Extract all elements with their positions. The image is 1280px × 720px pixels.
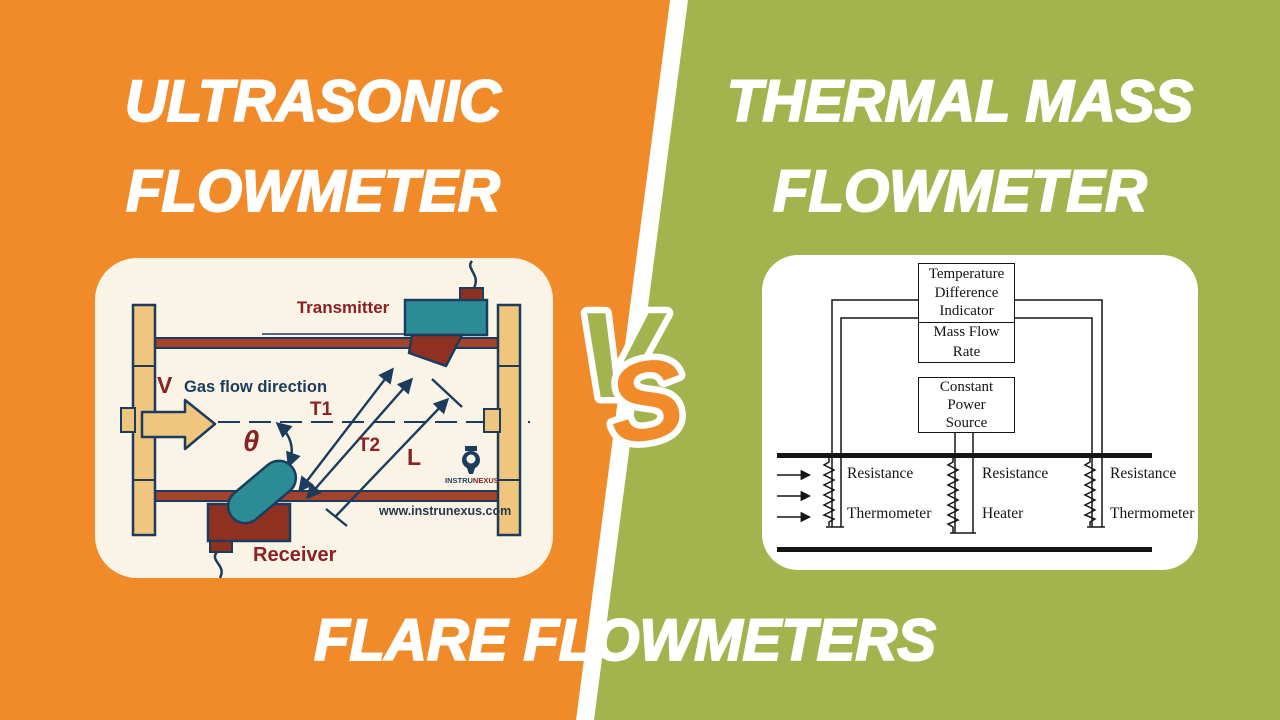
versus-graphic: V S	[571, 281, 699, 475]
length-dimension-line	[334, 397, 450, 518]
gas-flow-direction-label: Gas flow direction	[184, 378, 328, 396]
thermal-diagram-linework	[777, 299, 1152, 552]
indicator-line: Indicator	[939, 303, 994, 320]
instrunexus-brand-label: INSTRUNEXUS	[445, 476, 499, 485]
beam-reflection-tick	[431, 378, 463, 408]
circuit-wiring	[826, 299, 1105, 534]
indicator-box-bottom-section: Mass Flow Rate	[919, 323, 1014, 362]
indicator-box-top-section: Temperature Difference Indicator	[919, 264, 1014, 323]
brand-part-instru: INSTRU	[445, 476, 473, 485]
resistor-heater-icon	[946, 458, 960, 533]
versus-letter-v: V	[577, 287, 667, 423]
indicator-line: Mass Flow	[933, 324, 1000, 340]
left-title-line2: FLOWMETER	[125, 159, 501, 224]
power-box-line: Power	[947, 396, 986, 413]
flow-arrows-icon	[777, 469, 812, 523]
duct-wall-bottom	[777, 547, 1152, 552]
theta-angle-arc	[275, 421, 301, 468]
heater-label: Heater	[982, 505, 1024, 522]
indicator-line: Rate	[952, 343, 981, 360]
duct-wall-top	[777, 453, 1152, 458]
theta-angle-label: θ	[243, 426, 260, 458]
resistance-label-3: Resistance	[1110, 465, 1177, 482]
indicator-line: Difference	[934, 284, 999, 301]
left-title-line1: ULTRASONIC	[124, 69, 502, 134]
right-title-line1: THERMAL MASS	[726, 69, 1194, 134]
thermal-diagram-card: Temperature Difference Indicator Mass Fl…	[762, 255, 1198, 570]
beam-path-t2	[305, 377, 414, 500]
pipe-flange-right	[483, 303, 522, 537]
receiver-label: Receiver	[253, 544, 337, 566]
thermometer-label-1: Thermometer	[847, 505, 932, 522]
velocity-label: V	[157, 372, 173, 398]
transit-time-t2-label: T2	[357, 435, 381, 456]
resistor-thermometer-right-icon	[1083, 458, 1097, 526]
ultrasonic-diagram-card: Transmitter V Gas flow direction T1 θ T2…	[95, 258, 553, 578]
power-box-line: Constant	[939, 379, 994, 395]
right-title-line2: FLOWMETER	[772, 159, 1148, 224]
transit-time-t1-label: T1	[309, 399, 333, 420]
indicator-line: Temperature	[928, 266, 1005, 282]
resistance-label-1: Resistance	[847, 465, 914, 482]
length-end-tick	[325, 508, 348, 527]
resistor-thermometer-left-icon	[822, 458, 836, 526]
gas-flow-arrow-icon	[140, 398, 217, 451]
instrunexus-logo-icon	[462, 446, 480, 474]
resistance-label-2: Resistance	[982, 465, 1049, 482]
thermometer-label-2: Thermometer	[1110, 505, 1195, 522]
power-box-line: Source	[945, 414, 988, 431]
brand-part-nexus: NEXUS	[472, 476, 499, 485]
constant-power-source-box: Constant Power Source	[918, 377, 1015, 433]
pipe-wall-bottom	[154, 490, 499, 502]
ultrasonic-diagram-linework	[120, 260, 530, 578]
versus-letter-s: S	[600, 334, 691, 468]
website-label: www.instrunexus.com	[379, 504, 512, 518]
path-length-label: L	[407, 444, 422, 470]
temperature-indicator-box: Temperature Difference Indicator Mass Fl…	[918, 263, 1015, 363]
transmitter-transducer	[403, 260, 489, 368]
receiver-transducer	[206, 459, 298, 578]
footer-title: FLARE FLOWMETERS	[313, 608, 937, 673]
transmitter-label: Transmitter	[296, 298, 390, 317]
